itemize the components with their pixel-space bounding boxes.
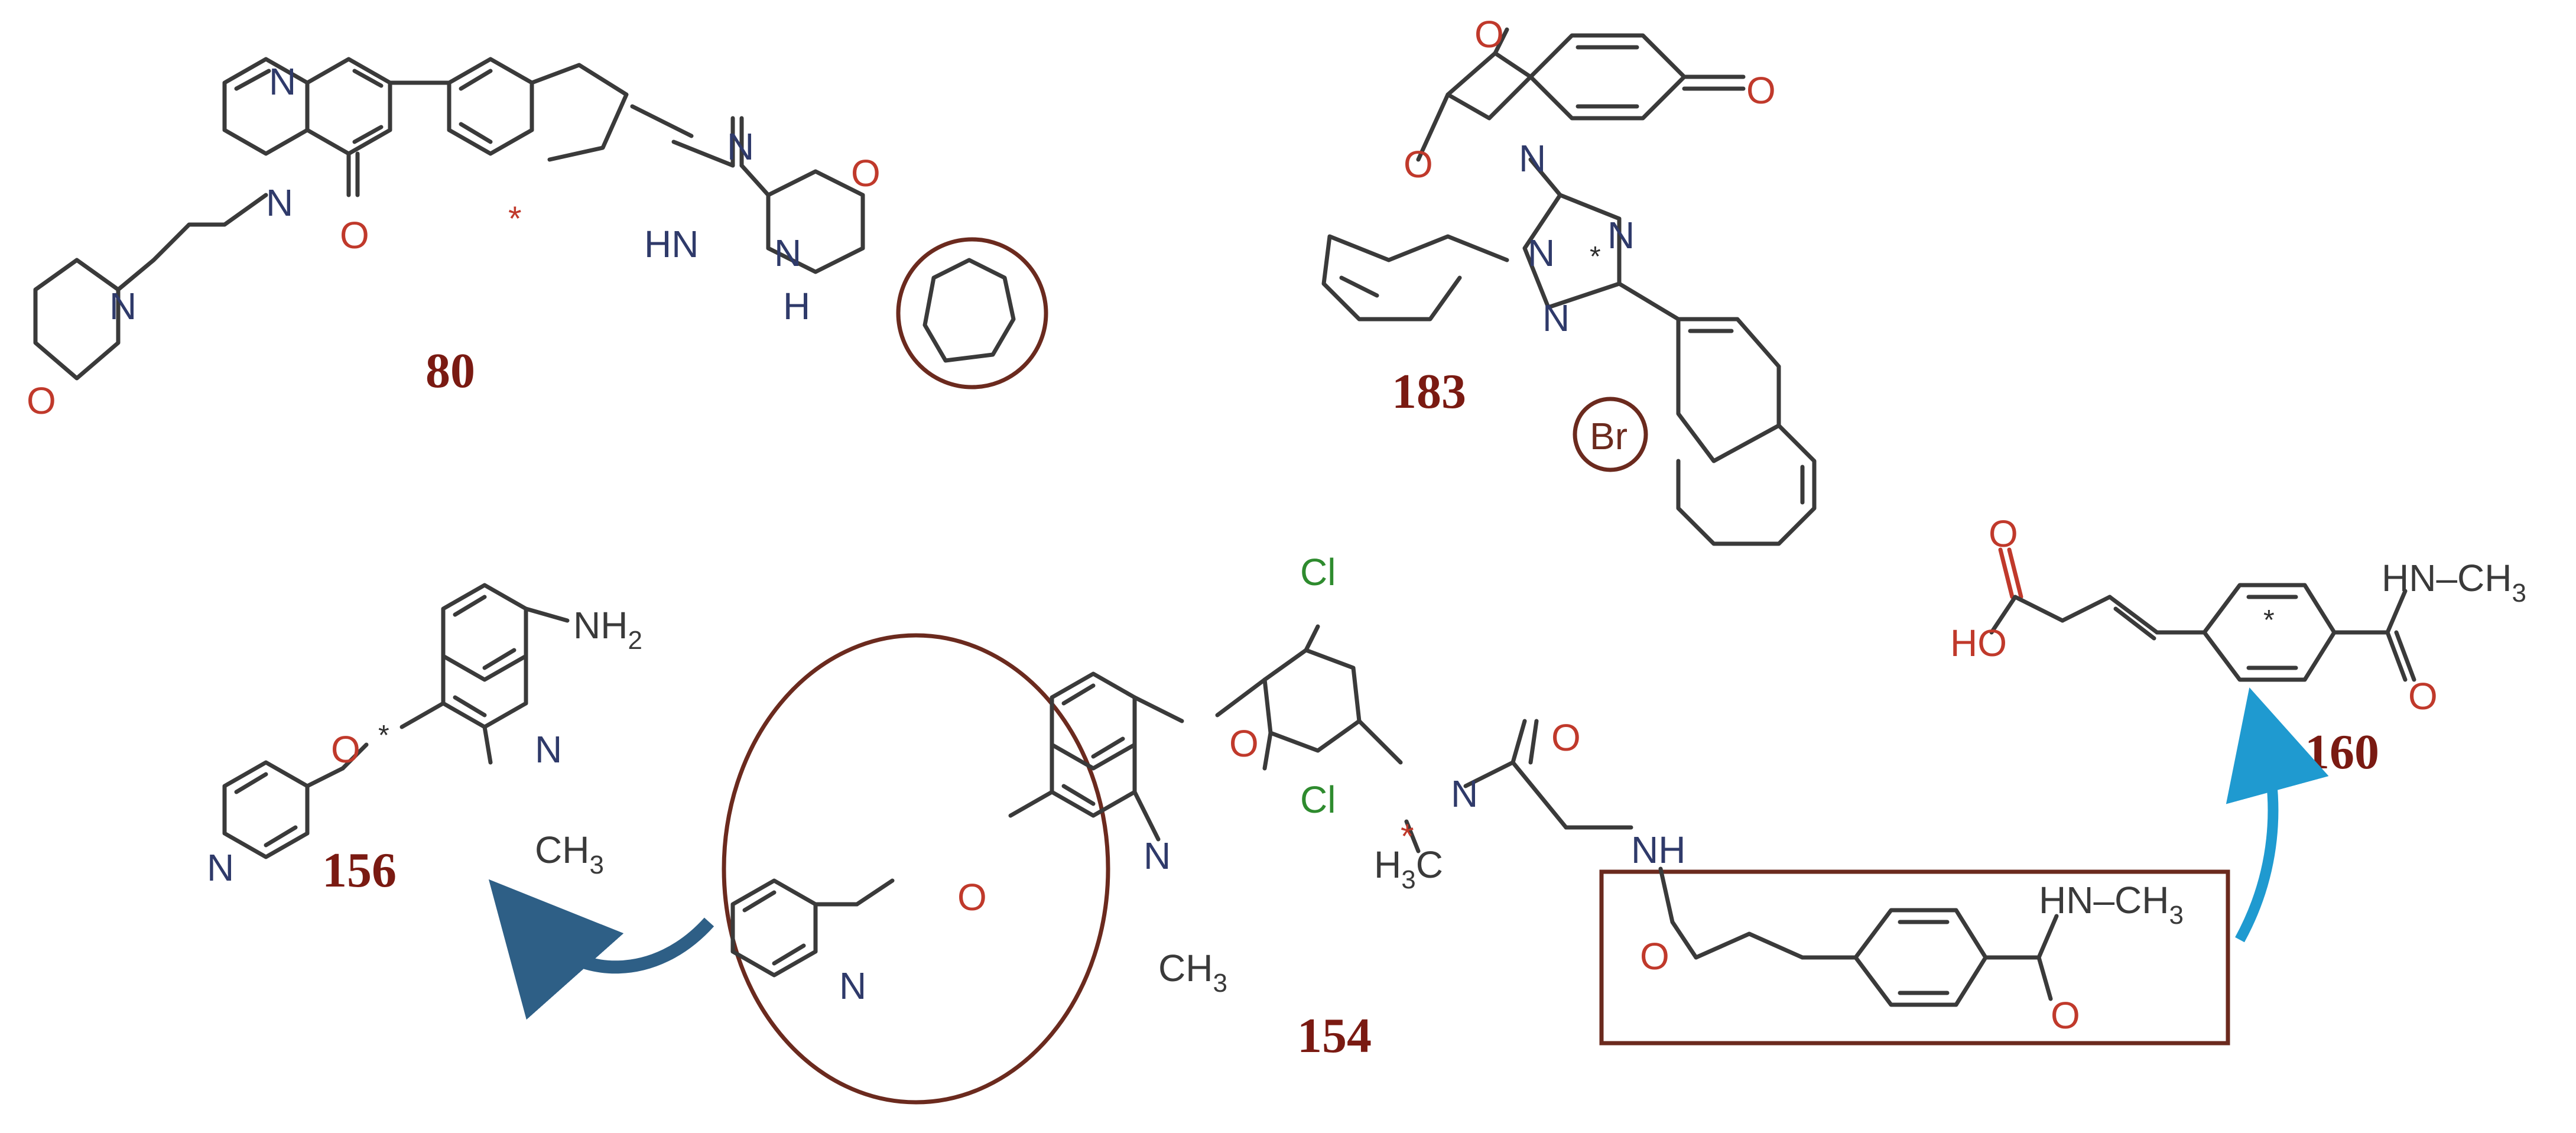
atom-O: O (2051, 994, 2080, 1037)
compound-label-160: 160 (2305, 725, 2379, 780)
atom-H: H (783, 285, 810, 327)
compound-label-156: 156 (322, 843, 397, 898)
compound-label-80: 80 (425, 343, 475, 398)
arrow-154-to-156 (488, 879, 714, 1020)
atom-O: O (27, 379, 56, 422)
atom-Br: Br (1590, 415, 1628, 457)
atom-HO: HO (1950, 622, 2007, 664)
atom-O: O (957, 876, 987, 918)
atom-HN-CH3: HN–CH3 (2039, 879, 2184, 930)
asterisk: * (2263, 605, 2275, 636)
atom-N: N (1519, 137, 1546, 180)
atom-HN-CH3: HN–CH3 (2382, 557, 2526, 608)
highlight-circle-quinoline (722, 633, 1110, 1105)
highlight-circle-cyclohexyl (896, 237, 1048, 389)
compound-label-183: 183 (1392, 364, 1466, 419)
atom-N: N (839, 965, 866, 1007)
atom-N: N (535, 728, 562, 771)
atom-N: N (207, 846, 234, 889)
compound-label-154: 154 (1297, 1008, 1372, 1063)
atom-O: O (1640, 935, 1669, 978)
atom-CH3: CH3 (1158, 947, 1227, 998)
arrow-154-to-160 (2226, 687, 2329, 943)
atom-O: O (1746, 69, 1776, 112)
atom-O: O (2408, 675, 2438, 718)
atom-NH2: NH2 (573, 604, 642, 655)
highlight-circle-bromine (1573, 397, 1648, 472)
highlight-box-cinnamamide (1599, 869, 2230, 1046)
atom-CH3: CH3 (535, 829, 604, 879)
atom-O: O (331, 728, 360, 771)
atom-N: N (1607, 214, 1635, 257)
atom-N: N (774, 232, 801, 274)
atom-NH: NH (1631, 829, 1685, 871)
atom-N: N (1542, 297, 1570, 339)
atom-H3C: H3C (1374, 843, 1443, 894)
atom-O: O (1474, 13, 1504, 56)
atom-N: N (1528, 232, 1555, 274)
compound-154: O O N CH3 N Cl Cl N O H3C * NH O HN–CH3 … (722, 551, 2230, 1105)
atom-O: O (1229, 722, 1259, 765)
atom-N: N (109, 285, 137, 327)
atom-N: N (1144, 835, 1171, 877)
atom-Cl: Cl (1300, 551, 1336, 593)
asterisk: * (1590, 241, 1601, 272)
compound-160: O HO * HN–CH3 O 160 (1950, 512, 2526, 780)
asterisk: * (508, 200, 522, 238)
atom-O: O (340, 214, 369, 257)
atom-HN: HN (644, 223, 699, 265)
compound-80: N N O N O N HN N H O * 80 (27, 57, 1048, 422)
atom-N: N (1451, 772, 1478, 815)
atom-N: N (269, 60, 296, 103)
atom-N: N (727, 125, 754, 168)
atom-N: N (266, 181, 293, 224)
atom-O: O (1989, 512, 2018, 555)
atom-O: O (1404, 143, 1433, 186)
asterisk: * (378, 720, 389, 751)
atom-O: O (851, 152, 881, 194)
compound-183: O O O N N N N * Br 183 (1321, 13, 1817, 546)
atom-Cl: Cl (1300, 778, 1336, 821)
atom-O: O (1551, 716, 1581, 759)
compound-156: NH2 N CH3 O * N 156 (207, 583, 642, 898)
asterisk: * (1401, 817, 1414, 856)
